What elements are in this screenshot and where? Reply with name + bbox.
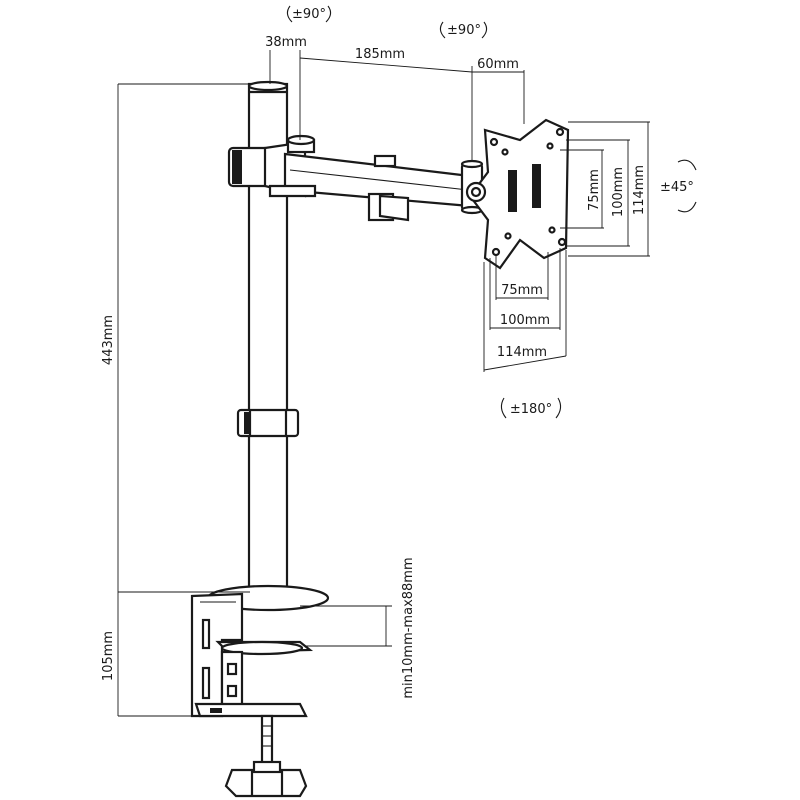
arm <box>227 134 484 222</box>
rotate-arrow-icon <box>439 21 446 39</box>
labels: ±90° ±90° ±45° ±180° 38mm 185mm 60mm 443… <box>101 7 694 699</box>
vesa-v-75-label: 75mm <box>587 169 602 211</box>
vesa-hole <box>489 137 499 147</box>
vesa-v-100-label: 100mm <box>611 167 626 217</box>
pole-cap <box>247 80 289 92</box>
head-swivel-label: ±90° <box>447 23 481 38</box>
tilt-label: ±45° <box>660 180 694 195</box>
rotate-arrow-icon <box>286 5 293 23</box>
desk-range-label: min10mm-max88mm <box>401 557 416 698</box>
rotate-arrow-icon <box>325 5 332 23</box>
vesa-h-75-label: 75mm <box>501 283 543 298</box>
clamp-knob <box>224 768 308 798</box>
rotate-arrow-icon <box>555 397 562 419</box>
clamp-lower-jaw <box>194 702 308 718</box>
dimensions <box>117 50 650 717</box>
vesa-plate <box>465 118 570 270</box>
vesa-hole <box>491 247 501 257</box>
clamp-screw <box>260 714 274 766</box>
arm-offset-label: 38mm <box>265 35 307 50</box>
arm-swivel-label: ±90° <box>292 7 326 22</box>
rotate-label: ±180° <box>510 402 552 417</box>
vesa-hole <box>555 127 565 137</box>
head-offset-label: 60mm <box>477 57 519 72</box>
rotate-arrow-icon <box>677 201 697 213</box>
clamp-height-label: 105mm <box>101 631 116 681</box>
arm-length-label: 185mm <box>355 47 405 62</box>
pole-collar <box>236 408 300 438</box>
rotate-arrow-icon <box>500 397 507 419</box>
desk-clamp <box>190 584 330 798</box>
rotation-arrows <box>286 5 697 419</box>
vesa-slot-right <box>532 164 541 208</box>
vesa-v-114-label: 114mm <box>632 165 647 215</box>
vesa-h-114-label: 114mm <box>497 345 547 360</box>
vesa-hole <box>557 237 567 247</box>
rotate-arrow-icon <box>677 159 697 171</box>
vesa-slot-left <box>508 170 517 212</box>
vesa-h-100-label: 100mm <box>500 313 550 328</box>
tilt-knob <box>465 181 487 203</box>
pole-height-label: 443mm <box>101 315 116 365</box>
rotate-arrow-icon <box>481 21 488 39</box>
